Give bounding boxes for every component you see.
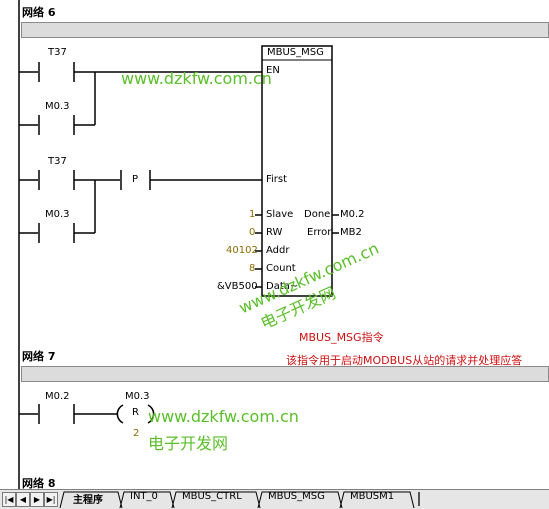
pin-error: Error [307, 227, 332, 238]
input-slave-value[interactable]: 1 [249, 209, 256, 220]
contact-t37-1[interactable] [19, 62, 75, 82]
tab-mbus-ctrl[interactable]: MBUS_CTRL [182, 491, 242, 502]
watermark-text: 电子开发网 [148, 434, 229, 453]
pin-addr: Addr [266, 245, 290, 256]
input-count-value[interactable]: 8 [249, 263, 256, 274]
p-contact-label: P [132, 174, 139, 185]
pin-rw: RW [266, 227, 283, 238]
output-done-value[interactable]: M0.2 [340, 209, 365, 220]
prev-tab-button[interactable]: ◀ [16, 492, 30, 507]
output-error-value[interactable]: MB2 [340, 227, 362, 238]
contact-label: M0.3 [45, 209, 70, 220]
tab-mbus-msg[interactable]: MBUS_MSG [268, 491, 325, 502]
network-7-title[interactable]: 网络 7 [22, 350, 56, 363]
instruction-note: MBUS_MSG指令 [299, 331, 384, 344]
contact-label: M0.3 [45, 101, 70, 112]
next-tab-button[interactable]: ▶ [30, 492, 44, 507]
first-tab-button[interactable]: |◀ [2, 492, 16, 507]
tab-scroll-separator[interactable] [418, 492, 420, 506]
coil-address: M0.3 [125, 391, 150, 402]
contact-label: T37 [48, 156, 67, 167]
pin-en: EN [266, 65, 280, 76]
pin-count: Count [266, 263, 296, 274]
tab-int0[interactable]: INT_0 [130, 491, 158, 502]
pin-slave: Slave [266, 209, 294, 220]
last-tab-button[interactable]: ▶| [44, 492, 58, 507]
tab-mbusm1[interactable]: MBUSM1 [350, 491, 395, 502]
ladder-diagram [18, 0, 339, 489]
input-rw-value[interactable]: 0 [249, 227, 256, 238]
contact-label: T37 [48, 47, 67, 58]
tab-bar: |◀ ◀ ▶ ▶| 主程序 INT_0 MBUS_CTRL MBUS_MSG M… [0, 489, 549, 509]
watermark-url: www.dzkfw.com.cn [148, 407, 299, 426]
contact-label: M0.2 [45, 391, 70, 402]
input-data-value[interactable]: &VB500 [217, 281, 258, 292]
contact-t37-2[interactable] [19, 170, 75, 190]
mbus-msg-block[interactable] [261, 45, 333, 297]
pin-data: Data~ [266, 281, 299, 292]
instruction-description: 该指令用于启动MODBUS从站的请求并处理应答 [286, 354, 523, 367]
input-addr-value[interactable]: 40102 [226, 245, 258, 256]
reset-coil[interactable] [116, 404, 155, 424]
contact-m03-1[interactable] [19, 115, 75, 135]
network-6-title[interactable]: 网络 6 [22, 6, 56, 19]
block-name: MBUS_MSG [267, 47, 324, 58]
contact-m03-2[interactable] [19, 223, 75, 243]
coil-count[interactable]: 2 [133, 428, 140, 439]
coil-type: R [132, 407, 139, 418]
pin-first: First [266, 174, 288, 185]
contact-m02[interactable] [19, 404, 75, 424]
pin-done: Done [304, 209, 331, 220]
tab-outlines [59, 491, 415, 509]
network-8-title[interactable]: 网络 8 [22, 477, 56, 490]
tab-main[interactable]: 主程序 [73, 495, 103, 506]
watermark-url: www.dzkfw.com.cn [121, 69, 272, 88]
